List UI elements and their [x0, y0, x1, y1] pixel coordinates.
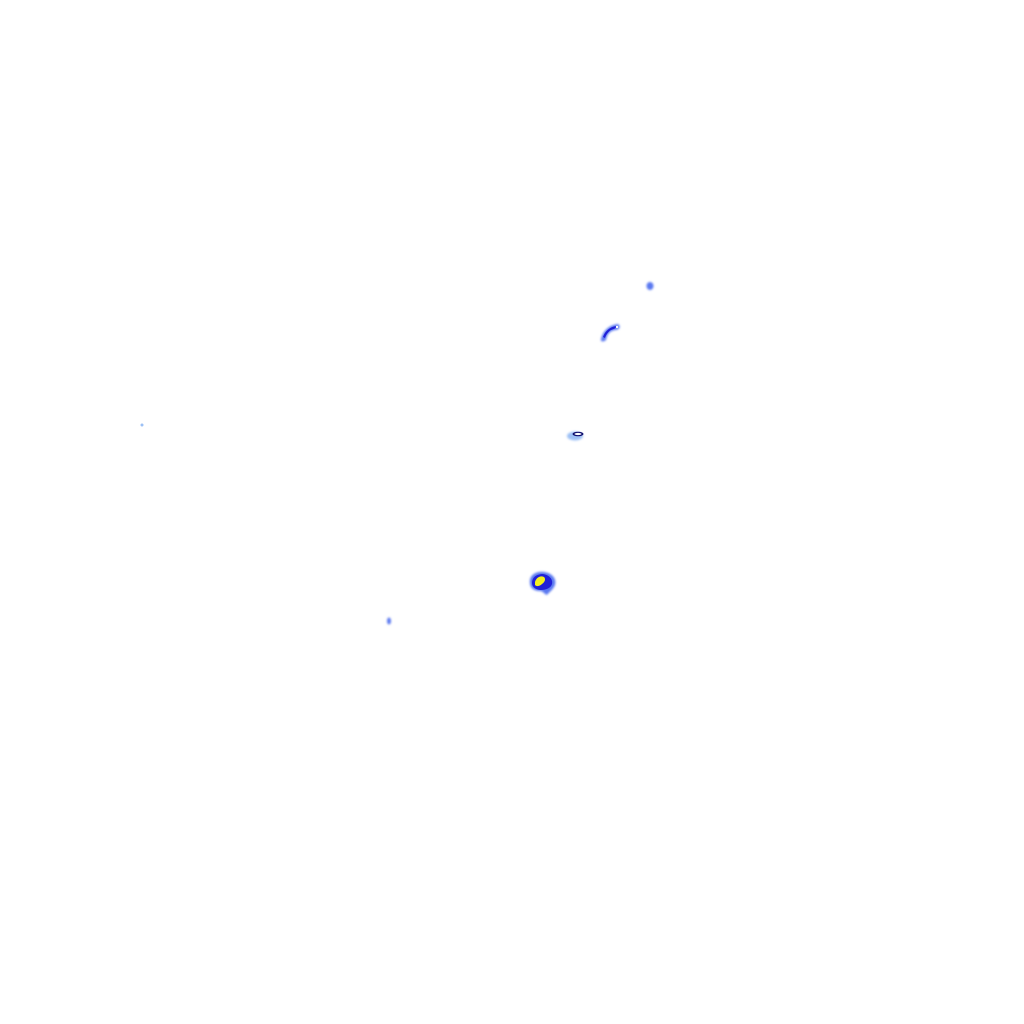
- echo-speck-left: [140, 423, 144, 427]
- echo-hook: [600, 324, 620, 342]
- echo-yellow-core: [529, 571, 556, 595]
- echo-dot-upper-right: [646, 282, 654, 290]
- echo-dot-lower-left: [387, 617, 391, 625]
- echo-small-dash: [567, 431, 584, 441]
